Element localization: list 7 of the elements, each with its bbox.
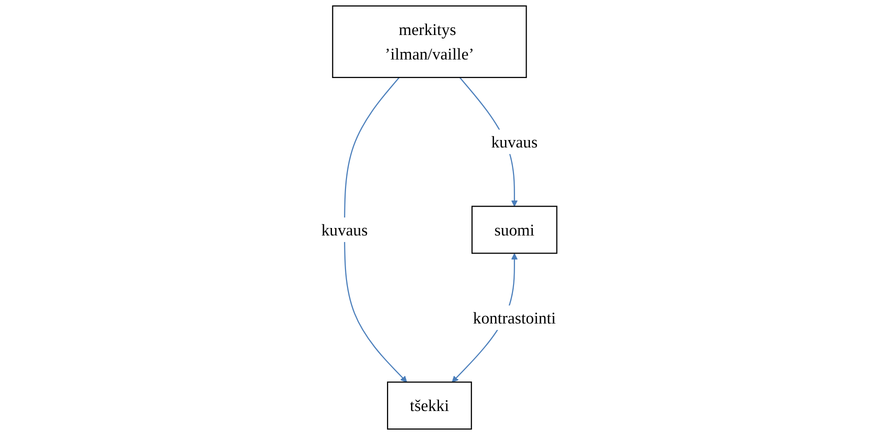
node-box: suomi <box>472 206 558 254</box>
arrow <box>344 77 408 382</box>
edge-label: kuvaus <box>322 220 368 240</box>
node-box: merkitys ’ilman/vaille’ <box>332 5 528 78</box>
edge-label: kuvaus <box>492 132 538 152</box>
node-box: tšekki <box>387 382 472 430</box>
edge-label: kontrastointi <box>473 308 556 327</box>
